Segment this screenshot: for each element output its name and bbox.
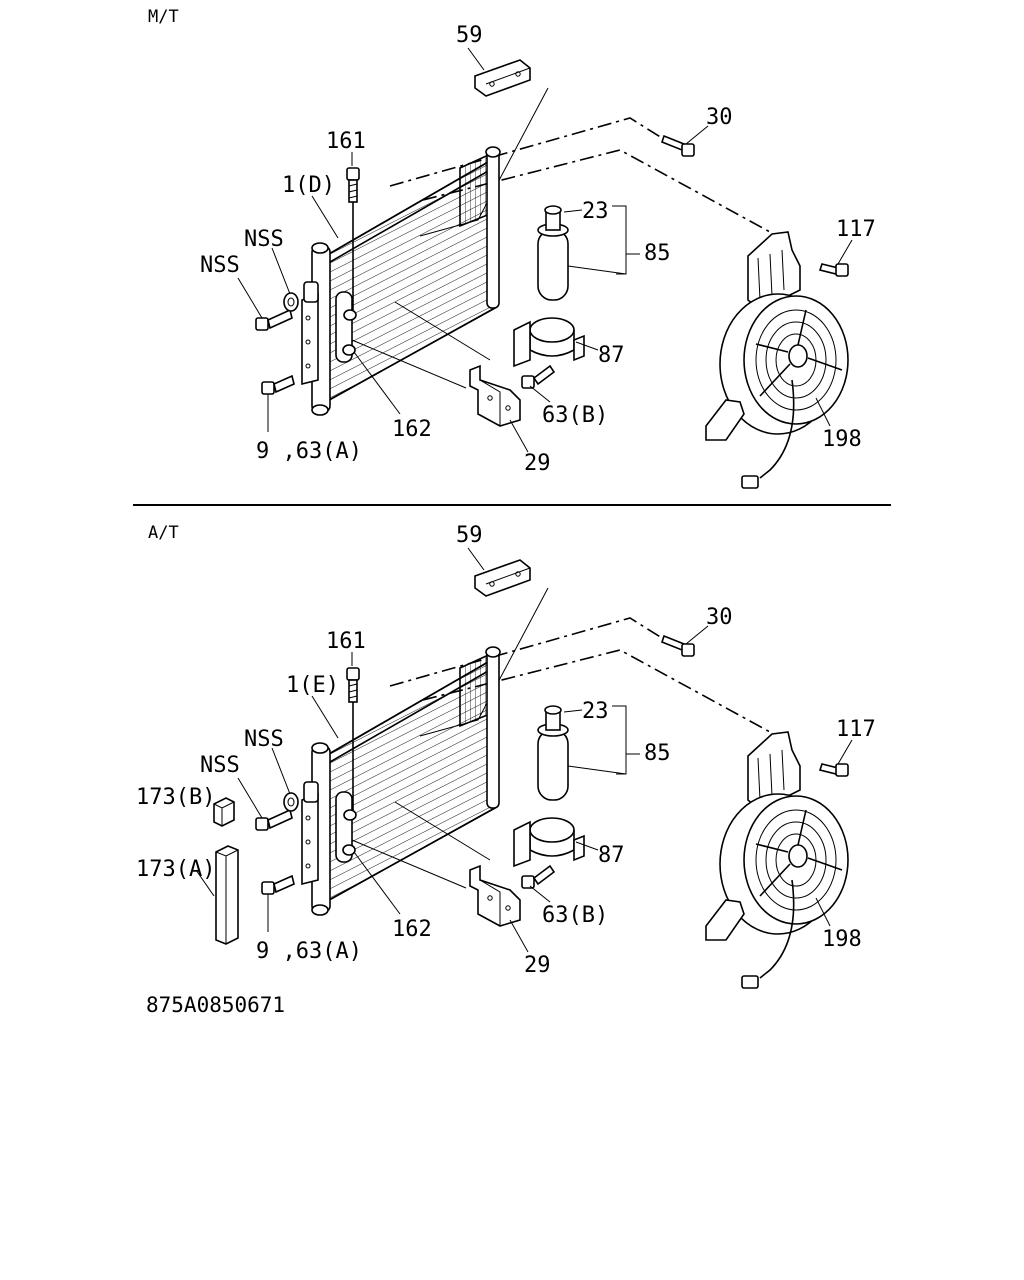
- label-9-63a: 9 ,63(A): [256, 939, 362, 964]
- label-87: 87: [598, 343, 625, 368]
- label-63b: 63(B): [542, 903, 608, 928]
- label-nss-upper: NSS: [244, 227, 284, 252]
- label-85: 85: [644, 241, 671, 266]
- label-161: 161: [326, 129, 366, 154]
- insulator-173b: [213, 797, 235, 827]
- label-29: 29: [524, 451, 551, 476]
- label-59: 59: [456, 23, 483, 48]
- label-nss-lower: NSS: [200, 753, 240, 778]
- label-85: 85: [644, 741, 671, 766]
- label-1: 1(D): [282, 173, 335, 198]
- label-117: 117: [836, 717, 876, 742]
- label-30: 30: [706, 605, 733, 630]
- section-at: A/T 59 30 161 1(E) 23 85 117 NSS NSS 173…: [136, 523, 876, 989]
- section-header: A/T: [148, 523, 179, 543]
- label-1: 1(E): [286, 673, 339, 698]
- insulator-173a: [215, 845, 239, 945]
- label-162: 162: [392, 917, 432, 942]
- label-198: 198: [822, 927, 862, 952]
- label-nss-upper: NSS: [244, 727, 284, 752]
- section-header: M/T: [148, 7, 179, 27]
- label-162: 162: [392, 417, 432, 442]
- label-23: 23: [582, 699, 609, 724]
- label-87: 87: [598, 843, 625, 868]
- label-nss-lower: NSS: [200, 253, 240, 278]
- label-23: 23: [582, 199, 609, 224]
- label-198: 198: [822, 427, 862, 452]
- label-29: 29: [524, 953, 551, 978]
- label-63b: 63(B): [542, 403, 608, 428]
- label-59: 59: [456, 523, 483, 548]
- label-173a: 173(A): [136, 857, 215, 882]
- label-117: 117: [836, 217, 876, 242]
- label-173b: 173(B): [136, 785, 215, 810]
- catalog-number: 875A0850671: [146, 993, 285, 1017]
- section-mt: M/T 59 30 161 1(D) 23 85 117 NSS NSS 87 …: [148, 7, 876, 489]
- label-30: 30: [706, 105, 733, 130]
- label-9-63a: 9 ,63(A): [256, 439, 362, 464]
- label-161: 161: [326, 629, 366, 654]
